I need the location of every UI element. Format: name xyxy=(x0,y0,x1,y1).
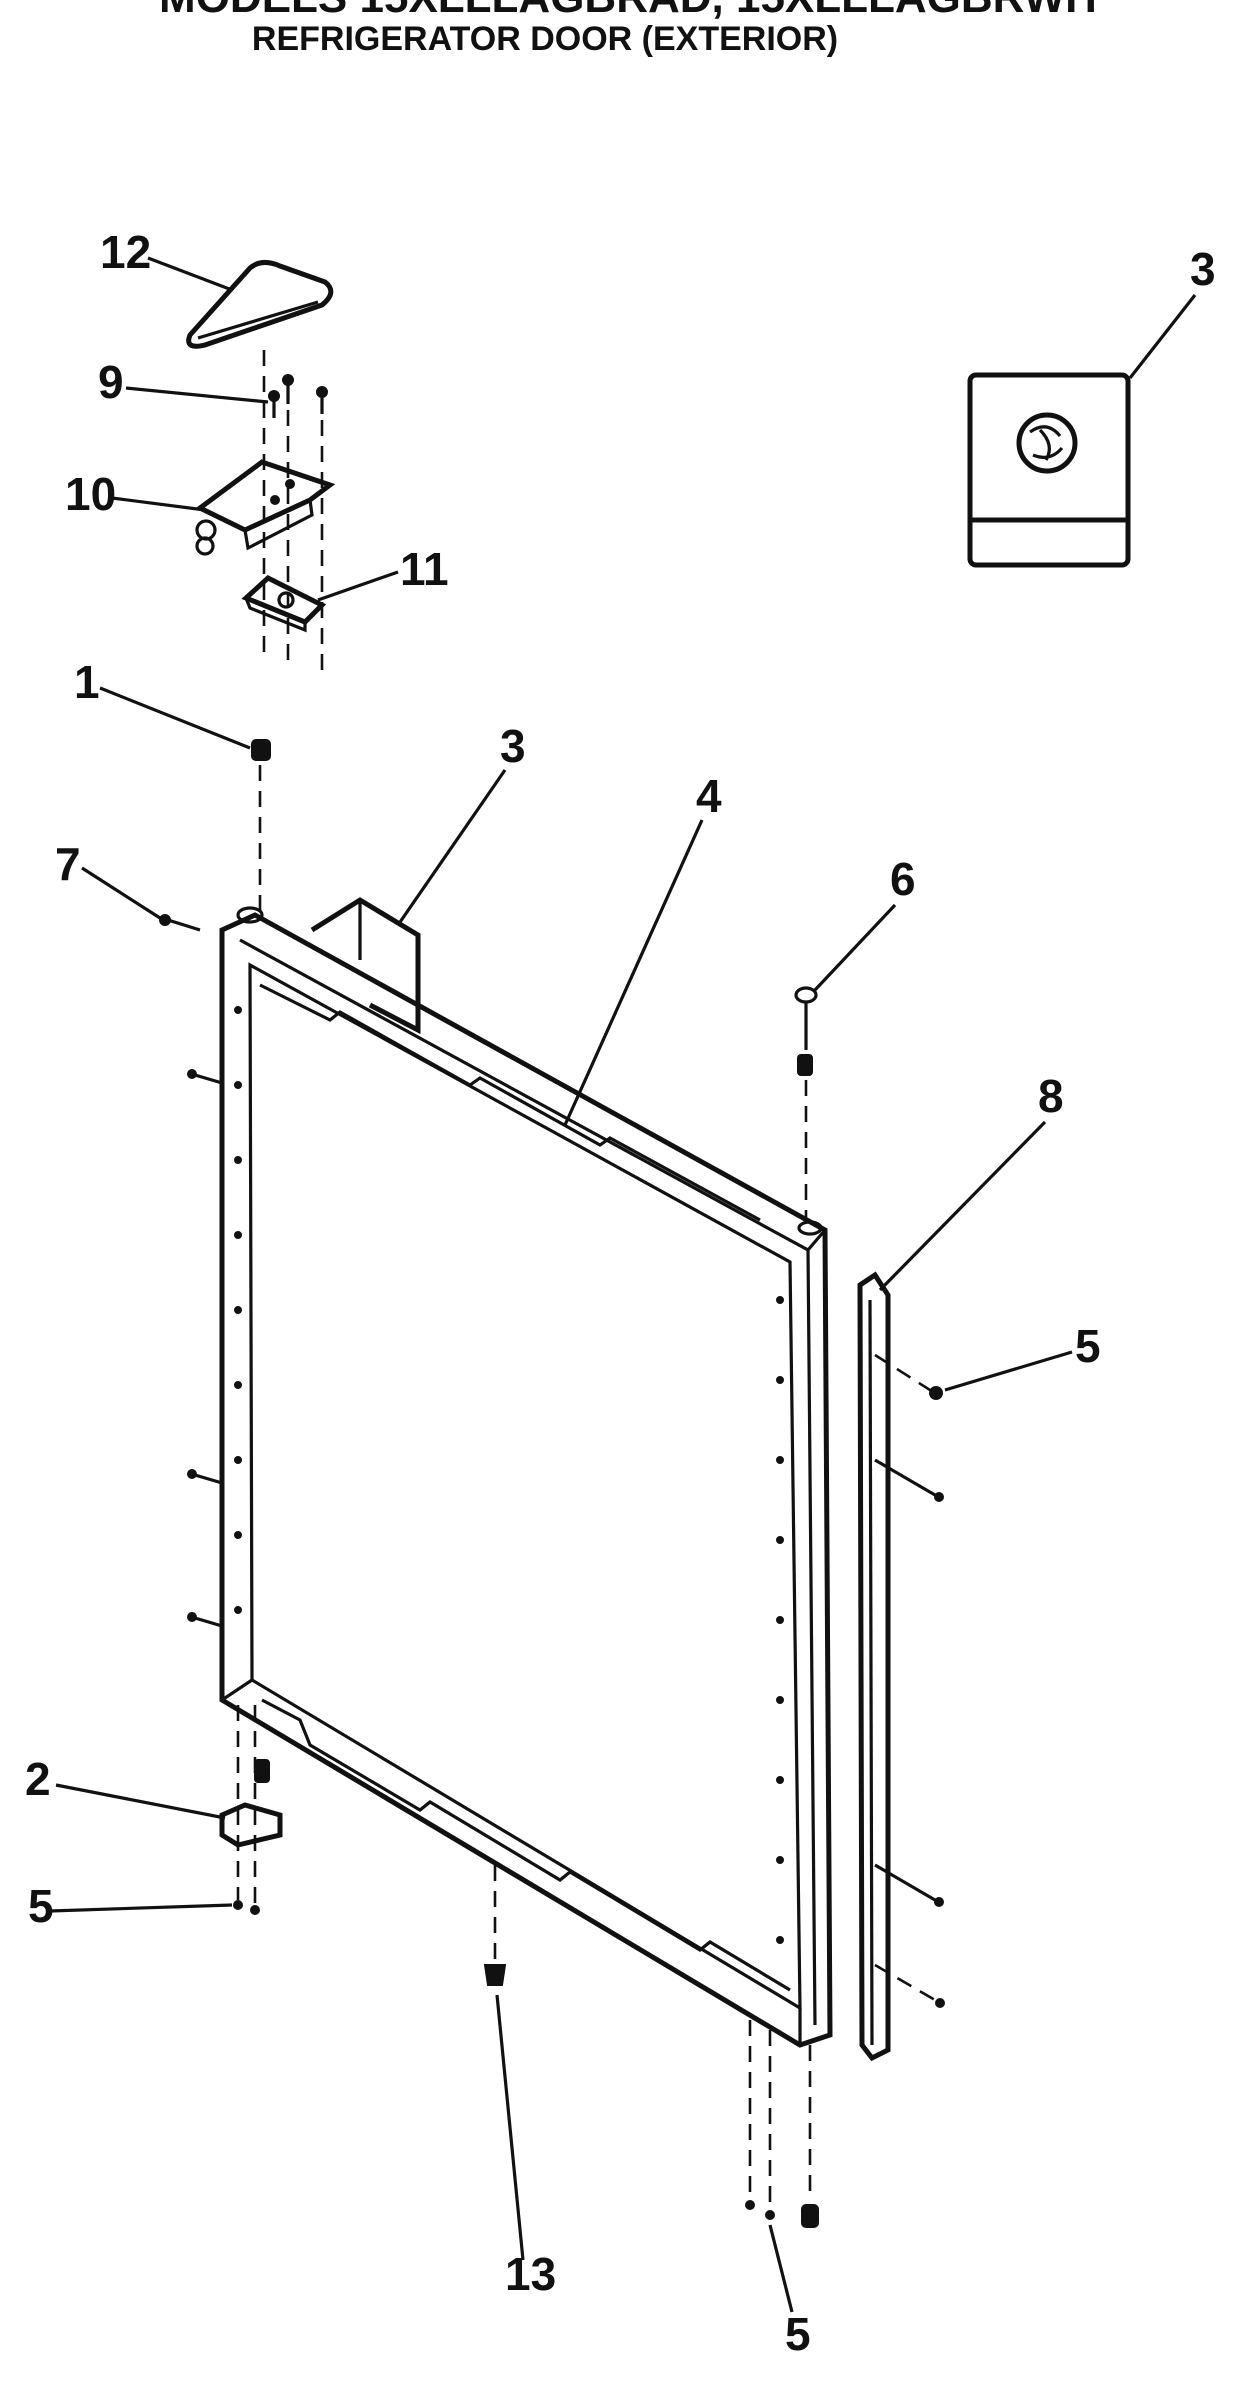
callout-6: 6 xyxy=(890,853,916,905)
callout-13: 13 xyxy=(505,2248,556,2300)
callout-10: 10 xyxy=(65,468,116,520)
part-10-upper-hinge xyxy=(195,459,336,556)
callout-12: 12 xyxy=(100,226,151,278)
hinge-screws xyxy=(262,350,328,670)
callout-4: 4 xyxy=(696,770,722,822)
part-2-lower-hinge xyxy=(219,1705,283,1915)
part-12-hinge-cover xyxy=(186,260,334,349)
right-edge-holes xyxy=(776,1296,784,1944)
part-6-plug xyxy=(794,986,823,1236)
callout-5-hinge: 5 xyxy=(28,1880,54,1932)
diagram-title-models: MODELS 15XLLLAGBRAD, 15XLLLAGBRWH xyxy=(159,0,1097,22)
leader-lines xyxy=(49,256,1197,2313)
left-edge-holes xyxy=(234,1006,242,1614)
callout-3-label: 3 xyxy=(1190,243,1216,295)
diagram-title-section: REFRIGERATOR DOOR (EXTERIOR) xyxy=(252,20,838,58)
callout-9: 9 xyxy=(98,356,124,408)
door-outer-panel xyxy=(219,912,833,2048)
trim-screws xyxy=(874,1353,945,2008)
part-1-hinge-pin xyxy=(236,739,271,924)
bottom-right-fasteners xyxy=(745,2020,819,2228)
part-3-label-on-door xyxy=(310,897,421,1035)
left-edge-screws xyxy=(159,914,223,1628)
callout-8: 8 xyxy=(1038,1070,1064,1122)
callout-labels: 12 9 10 11 3 1 3 4 7 6 8 5 2 5 13 5 xyxy=(25,226,1216,2360)
callout-11: 11 xyxy=(400,543,449,595)
part-11-hinge-shim xyxy=(241,574,327,633)
part-8-handle-trim xyxy=(857,1271,891,2062)
callout-5-bottom: 5 xyxy=(785,2308,811,2360)
callout-5-trim: 5 xyxy=(1075,1320,1101,1372)
callout-2: 2 xyxy=(25,1753,51,1805)
part-13-bottom-plug xyxy=(483,1865,507,1986)
part-3-rating-label-detail xyxy=(967,372,1131,568)
callout-3-panel: 3 xyxy=(500,720,526,772)
callout-7: 7 xyxy=(55,838,81,890)
callout-1: 1 xyxy=(74,656,100,708)
